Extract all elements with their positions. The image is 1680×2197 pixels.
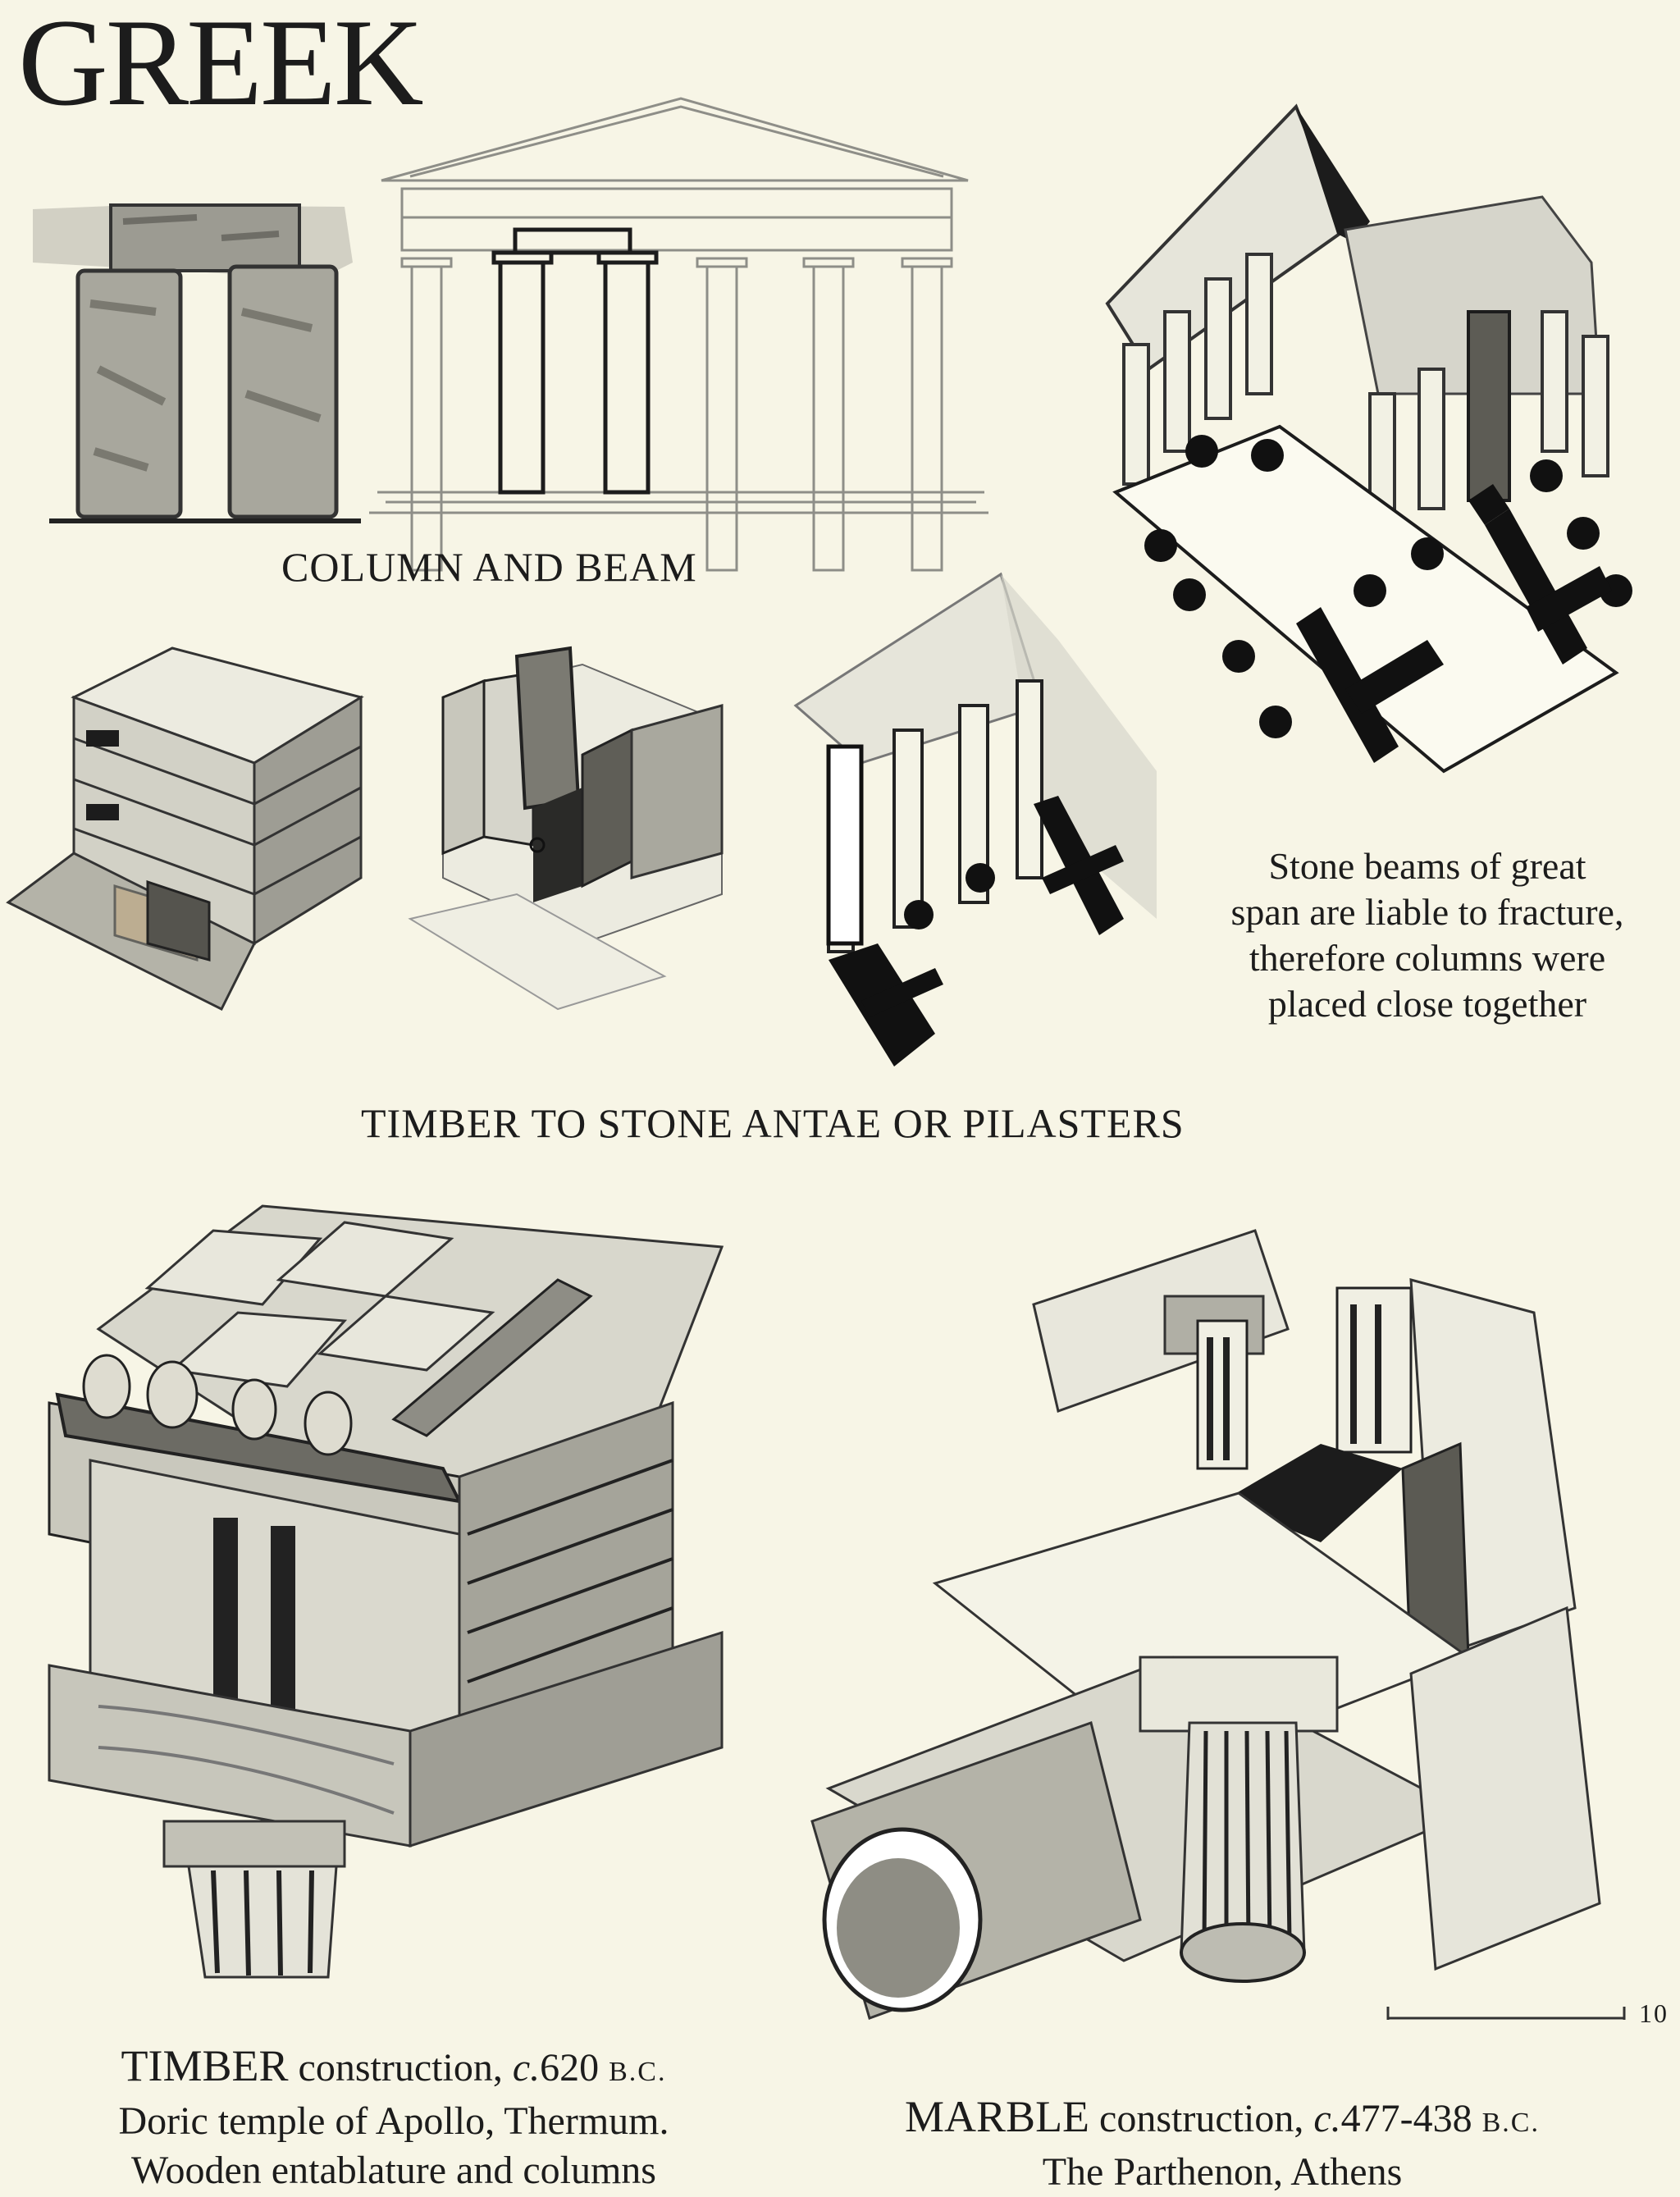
timber-material-label: TIMBER [121,2041,289,2090]
timber-construction-caption: TIMBER construction, c.620 B.C. Doric te… [74,2041,714,2195]
page-title: GREEK [18,0,424,131]
marble-circa: c. [1313,2097,1341,2140]
antae-pilaster-illustration [793,572,1157,1067]
marble-date: 477-438 [1340,2097,1472,2140]
stone-block-wall-illustration [6,646,364,1012]
timber-date: 620 [540,2046,600,2090]
marble-caption-line-1: MARBLE construction, c.477-438 B.C. [853,2092,1591,2148]
column-and-beam-caption: COLUMN AND BEAM [281,544,697,590]
timber-construction-word: construction, [298,2046,503,2090]
note-line-2: span are liable to fracture, [1230,891,1624,933]
timber-caption-line-2: Doric temple of Apollo, Thermum. [118,2099,669,2143]
note-line-3: therefore columns were [1249,937,1606,979]
marble-caption-line-2: The Parthenon, Athens [1042,2150,1403,2194]
marble-construction-word: construction, [1099,2097,1304,2140]
temple-plan-isometric-illustration [1105,103,1632,774]
timber-post-illustration [408,646,724,1011]
timber-to-stone-caption: TIMBER TO STONE ANTAE OR PILASTERS [361,1100,1185,1146]
timber-circa: c. [512,2046,541,2090]
marble-parthenon-illustration [810,1229,1601,2020]
trilithon-illustration [33,203,361,523]
note-line-4: placed close together [1267,983,1587,1025]
timber-era: B.C. [609,2057,667,2087]
marble-construction-caption: MARBLE construction, c.477-438 B.C. The … [853,2092,1591,2197]
timber-caption-line-3: Wooden entablature and columns [131,2149,656,2192]
note-line-1: Stone beams of great [1268,845,1586,887]
marble-material-label: MARBLE [905,2092,1090,2141]
marble-era: B.C. [1481,2108,1540,2138]
timber-caption-line-1: TIMBER construction, c.620 B.C. [74,2041,714,2097]
scale-bar [1386,2007,1626,2020]
timber-entablature-illustration [48,1204,724,1979]
temple-elevation-illustration [369,97,988,572]
stone-beams-note: Stone beams of great span are liable to … [1165,843,1680,1027]
page-number: 10 [1639,1998,1669,2028]
